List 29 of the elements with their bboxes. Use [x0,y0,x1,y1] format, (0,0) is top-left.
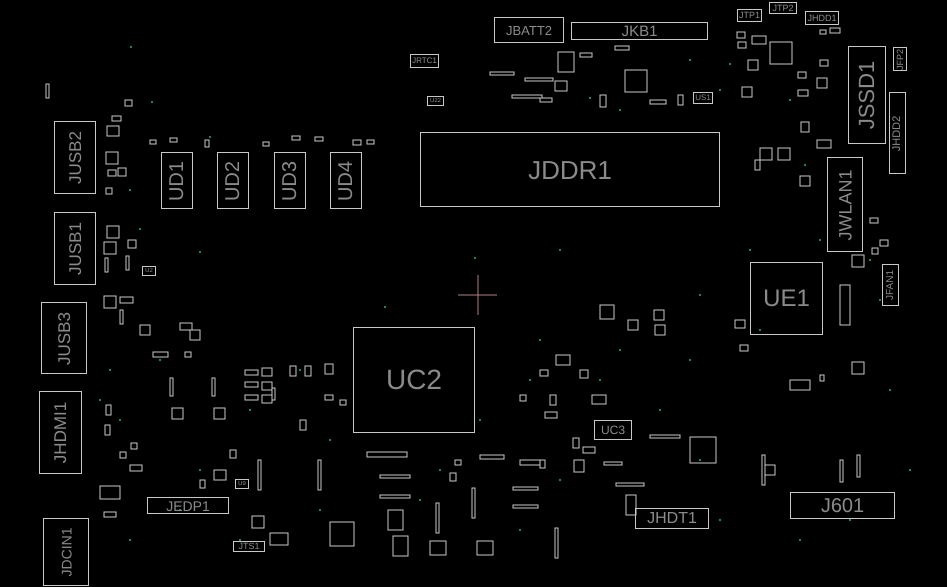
component-outline: UC2 [353,327,475,433]
component-outline: JDDR1 [420,132,720,207]
component-outline: UD1 [161,152,193,209]
component-outline: JWLAN1 [827,157,863,252]
component-outline: UE1 [750,262,823,335]
component-outline: JTS1 [233,541,265,552]
component-outline: JUSB3 [41,302,87,374]
component-outline: JTP2 [769,2,797,14]
component-outline: JTP1 [737,9,762,22]
component-outline: JBATT2 [494,17,564,43]
component-outline: JHDT1 [635,508,709,529]
component-outline: JHDD2 [889,92,906,174]
component-outline: UC3 [594,420,632,440]
component-outline: UD3 [274,152,306,209]
component-outline: JHDMI1 [39,391,82,474]
component-outline: J601 [790,492,895,519]
component-outline: JSSD1 [848,46,886,144]
component-outline: JDCIN1 [43,518,89,586]
component-outline: JEDP1 [147,497,229,514]
component-outline: UD4 [330,152,362,209]
component-outline: US1 [693,92,713,104]
component-outline: JFAN1 [882,264,899,306]
component-outline: JRTC1 [410,54,439,68]
component-outline: JUSB2 [54,121,96,194]
component-outline: JFP2 [893,47,907,71]
component-outline: JUSB1 [54,212,96,285]
component-outline: UD2 [217,152,249,209]
component-outline: JKB1 [571,22,708,40]
component-outline: JHDD1 [805,11,839,25]
